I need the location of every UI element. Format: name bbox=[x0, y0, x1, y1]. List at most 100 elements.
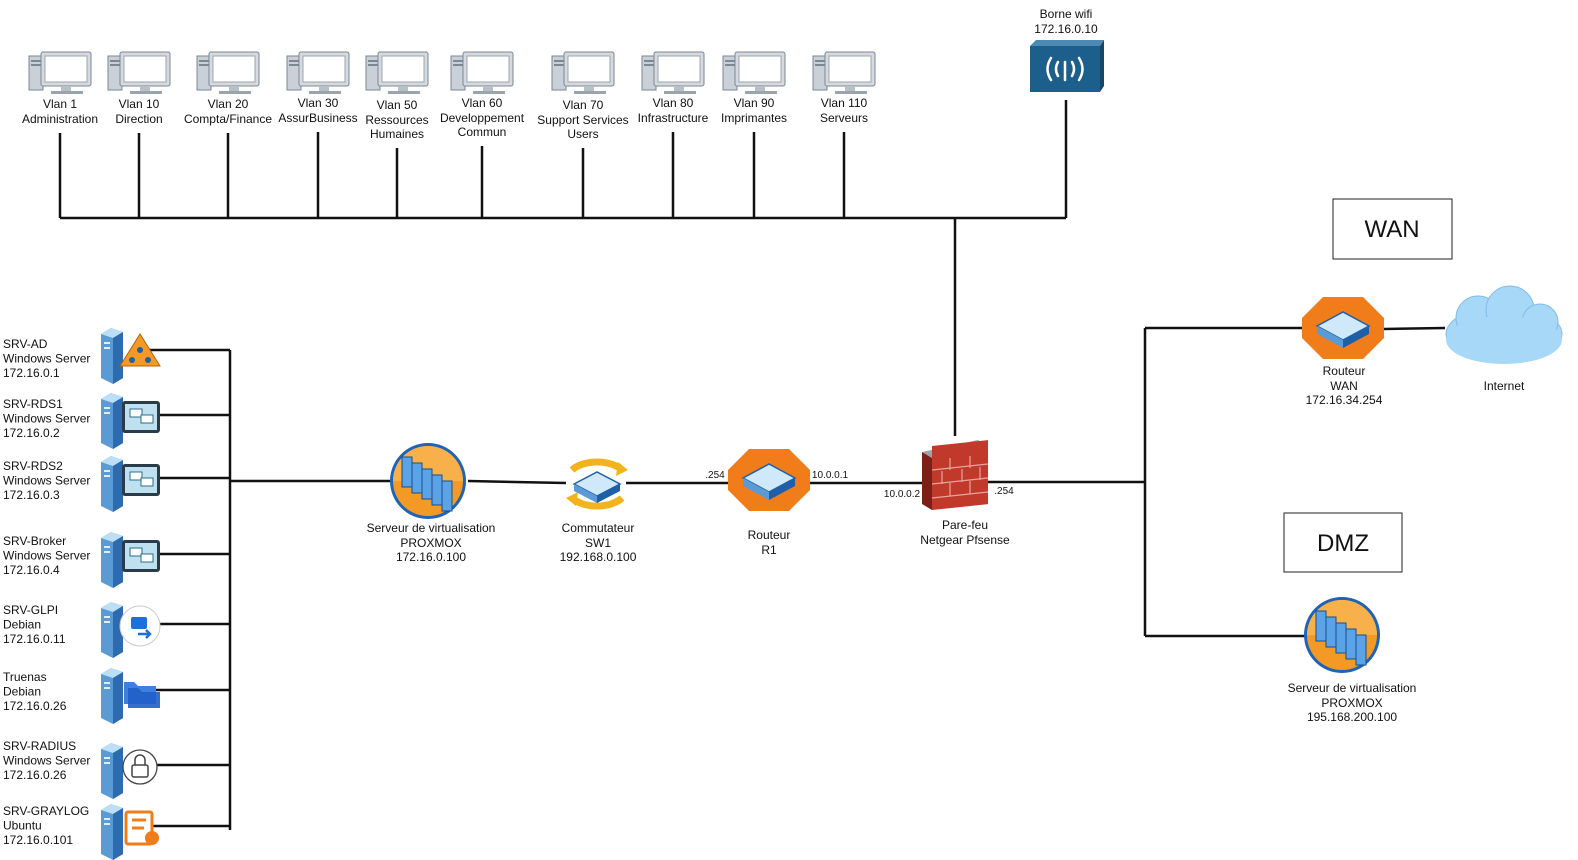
dmz-zone: DMZ bbox=[1283, 512, 1403, 573]
server-label: Windows Server bbox=[3, 754, 90, 768]
workstation-icon bbox=[450, 51, 514, 95]
vlan-client-label: Vlan 50 bbox=[377, 98, 418, 112]
workstation-icon bbox=[551, 51, 615, 95]
vlan-client-label: Support Services bbox=[537, 113, 628, 127]
router-r1[interactable]: .254 10.0.0.1 Routeur R1 bbox=[705, 448, 849, 557]
server-label: Debian bbox=[3, 618, 41, 632]
router-r1-left-ip: .254 bbox=[705, 470, 725, 481]
server-label: SRV-GLPI bbox=[3, 603, 58, 617]
switch-sw1[interactable]: Commutateur SW1 192.168.0.100 bbox=[560, 458, 637, 564]
vlan-client-label: Vlan 20 bbox=[208, 97, 249, 111]
main-links bbox=[467, 326, 1446, 638]
internet-label: Internet bbox=[1484, 379, 1525, 393]
workstation-icon bbox=[28, 51, 92, 95]
server-label: SRV-RDS2 bbox=[3, 459, 63, 473]
vlan-client-label: Imprimantes bbox=[721, 111, 787, 125]
server-label: SRV-GRAYLOG bbox=[3, 804, 89, 818]
server-label: 172.16.0.4 bbox=[3, 563, 60, 577]
proxmox-dmz-label-1: Serveur de virtualisation bbox=[1288, 681, 1417, 695]
server-label: Windows Server bbox=[3, 474, 90, 488]
firewall-label-2: Netgear Pfsense bbox=[920, 533, 1010, 547]
server-label: 172.16.0.2 bbox=[3, 426, 60, 440]
server-label: 172.16.0.3 bbox=[3, 488, 60, 502]
vlan-client-label: Serveurs bbox=[820, 111, 868, 125]
vlan-client-label: Humaines bbox=[370, 127, 424, 141]
router-r1-right-ip: 10.0.0.1 bbox=[812, 470, 849, 481]
router-wan[interactable]: Routeur WAN 172.16.34.254 bbox=[1301, 296, 1385, 407]
proxmox-lan-server[interactable]: Serveur de virtualisation PROXMOX 172.16… bbox=[367, 442, 496, 564]
firewall-right-ip: .254 bbox=[994, 486, 1014, 497]
workstation-icon bbox=[641, 51, 705, 95]
server-label: 172.16.0.11 bbox=[3, 632, 66, 646]
server-label: SRV-RADIUS bbox=[3, 739, 76, 753]
vlan-client-label: Direction bbox=[115, 112, 162, 126]
vlan-client-label: Administration bbox=[22, 112, 98, 126]
firewall-pfsense[interactable]: 10.0.0.2 .254 Pare-feu Netgear Pfsense bbox=[884, 440, 1014, 547]
wan-zone: WAN bbox=[1332, 198, 1453, 260]
vlan-client-label: Infrastructure bbox=[638, 111, 709, 125]
vlan-client-label: Vlan 10 bbox=[119, 97, 160, 111]
wifi-access-point[interactable]: Borne wifi 172.16.0.10 bbox=[1030, 7, 1104, 92]
vlan-client-label: Vlan 60 bbox=[462, 96, 503, 110]
server-label: 172.16.0.26 bbox=[3, 699, 67, 713]
router-wan-label-1: Routeur bbox=[1323, 364, 1366, 378]
switch-label-1: Commutateur bbox=[562, 521, 635, 535]
workstation-icon bbox=[722, 51, 786, 95]
vlan-client-label: Vlan 80 bbox=[653, 96, 694, 110]
proxmox-dmz-server[interactable]: Serveur de virtualisation PROXMOX 195.16… bbox=[1288, 596, 1417, 724]
vlan-client-label: Vlan 70 bbox=[563, 98, 604, 112]
workstation-icon bbox=[812, 51, 876, 95]
vlan-bus bbox=[60, 100, 1068, 436]
server-label: Truenas bbox=[3, 670, 47, 684]
server-label: Windows Server bbox=[3, 549, 90, 563]
switch-icon bbox=[566, 458, 628, 510]
proxmox-icon bbox=[1303, 596, 1381, 674]
switch-label-3: 192.168.0.100 bbox=[560, 550, 637, 564]
vlan-client-label: Developpement bbox=[440, 111, 525, 125]
server-label: Ubuntu bbox=[3, 819, 42, 833]
wan-box-label: WAN bbox=[1364, 216, 1419, 243]
proxmox-dmz-label-3: 195.168.200.100 bbox=[1307, 710, 1397, 724]
router-icon bbox=[1301, 296, 1385, 360]
vlan-client-label: Vlan 90 bbox=[734, 96, 775, 110]
router-r1-label-2: R1 bbox=[761, 543, 777, 557]
server-tower-icon bbox=[101, 456, 123, 512]
server-label: SRV-AD bbox=[3, 337, 48, 351]
dmz-box-label: DMZ bbox=[1317, 530, 1369, 557]
workstation-icon bbox=[286, 51, 350, 95]
proxmox-lan-label-3: 172.16.0.100 bbox=[396, 550, 466, 564]
proxmox-icon bbox=[389, 442, 467, 520]
server-tower-icon bbox=[101, 668, 123, 724]
vlan-client-label: Vlan 110 bbox=[821, 96, 868, 110]
proxmox-lan-label-2: PROXMOX bbox=[400, 536, 461, 550]
server-label: Windows Server bbox=[3, 352, 90, 366]
vlan-client-label: Ressources bbox=[365, 113, 428, 127]
server-tower-icon bbox=[101, 602, 123, 658]
proxmox-dmz-label-2: PROXMOX bbox=[1321, 696, 1382, 710]
server-label: 172.16.0.1 bbox=[3, 366, 60, 380]
wifi-label-line-1: Borne wifi bbox=[1040, 7, 1093, 21]
switch-label-2: SW1 bbox=[585, 536, 611, 550]
server-label: 172.16.0.101 bbox=[3, 833, 73, 847]
router-wan-label-2: WAN bbox=[1330, 379, 1358, 393]
router-r1-label-1: Routeur bbox=[748, 528, 791, 542]
workstation-icon bbox=[196, 51, 260, 95]
